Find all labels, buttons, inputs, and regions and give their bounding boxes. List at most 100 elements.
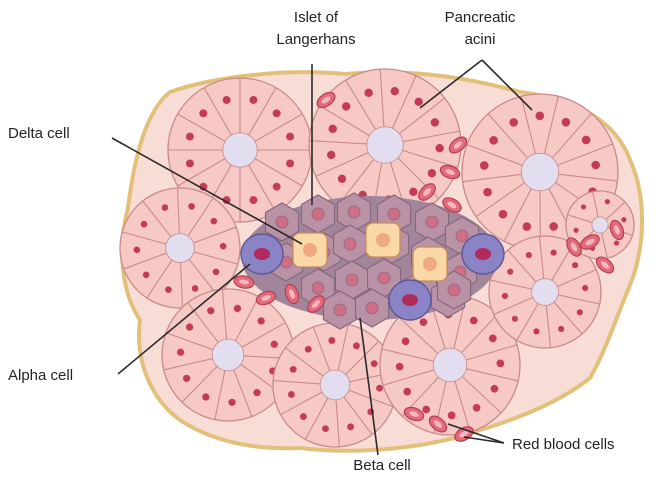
- delta-cell: [413, 247, 447, 281]
- alpha-cell-nucleus: [402, 294, 418, 306]
- acinus-lumen: [592, 217, 608, 233]
- acinar-cell-nucleus: [509, 118, 518, 127]
- acinar-cell-nucleus: [614, 240, 619, 245]
- delta-cell-nucleus: [376, 233, 390, 247]
- pancreatic-tissue: [120, 69, 642, 451]
- acinar-cell-nucleus: [286, 159, 294, 167]
- acinar-cell-nucleus: [435, 144, 443, 152]
- acinar-cell-nucleus: [562, 118, 571, 127]
- acinar-cell-nucleus: [186, 323, 193, 330]
- acinar-cell-nucleus: [273, 109, 281, 117]
- alpha-cell: [389, 280, 431, 320]
- acinar-cell-nucleus: [502, 293, 508, 299]
- acinar-cell-nucleus: [428, 169, 436, 177]
- acinar-cell-nucleus: [186, 133, 194, 141]
- beta-cell-nucleus: [312, 282, 324, 294]
- acinar-cell-nucleus: [165, 286, 172, 293]
- acinar-cell-nucleus: [549, 222, 558, 231]
- acinar-cell-nucleus: [234, 305, 241, 312]
- acinus: [273, 323, 397, 447]
- acinar-cell-nucleus: [448, 412, 456, 420]
- acinar-cell-nucleus: [551, 250, 557, 256]
- beta-cell-nucleus: [344, 238, 356, 250]
- acinus-lumen: [166, 234, 195, 263]
- acinar-cell-nucleus: [329, 125, 337, 133]
- acinar-cell-nucleus: [403, 388, 411, 396]
- acinar-cell-nucleus: [162, 204, 169, 211]
- acinar-cell-nucleus: [273, 183, 281, 191]
- acinar-cell-nucleus: [188, 203, 195, 210]
- beta-cell-nucleus: [426, 216, 438, 228]
- acinar-cell-nucleus: [134, 247, 141, 254]
- acini-label-line2: acini: [465, 31, 496, 48]
- beta-cell-nucleus: [448, 284, 460, 296]
- acinar-cell-nucleus: [258, 317, 265, 324]
- acinar-cell-nucleus: [202, 393, 209, 400]
- beta-cell-nucleus: [346, 274, 358, 286]
- beta-cell-nucleus: [378, 272, 390, 284]
- acinar-cell-nucleus: [286, 133, 294, 141]
- acinar-cell-nucleus: [522, 222, 531, 231]
- acinar-cell-nucleus: [621, 217, 626, 222]
- acinar-cell-nucleus: [300, 413, 307, 420]
- acinar-cell-nucleus: [364, 89, 372, 97]
- acinar-cell-nucleus: [577, 309, 583, 315]
- acinar-cell-nucleus: [558, 326, 564, 332]
- beta-cell-nucleus: [334, 304, 346, 316]
- acinar-cell-nucleus: [526, 252, 532, 258]
- acinar-cell-nucleus: [499, 210, 508, 219]
- acinar-cell-nucleus: [288, 391, 295, 398]
- acinar-cell-nucleus: [422, 406, 430, 414]
- acinar-cell-nucleus: [470, 317, 478, 325]
- acinar-cell-nucleus: [371, 360, 378, 367]
- acinar-cell-nucleus: [305, 346, 312, 353]
- acinar-cell-nucleus: [253, 389, 260, 396]
- delta-cell-label: Delta cell: [8, 125, 70, 142]
- acinar-cell-nucleus: [342, 102, 350, 110]
- acinar-cell-nucleus: [271, 341, 278, 348]
- red-blood-cells-label: Red blood cells: [512, 436, 615, 453]
- beta-cell-nucleus: [276, 216, 288, 228]
- acinar-cell-nucleus: [431, 118, 439, 126]
- acinar-cell-nucleus: [347, 423, 354, 430]
- acinus-lumen: [532, 279, 559, 306]
- acinar-cell-nucleus: [322, 425, 329, 432]
- acinar-cell-nucleus: [186, 159, 194, 167]
- islet-label-line2: Langerhans: [276, 31, 355, 48]
- acinus-lumen: [521, 153, 558, 190]
- beta-cell-nucleus: [366, 302, 378, 314]
- acinar-cell-nucleus: [409, 188, 417, 196]
- delta-cell-nucleus: [303, 243, 317, 257]
- acinar-cell-nucleus: [376, 385, 383, 392]
- alpha-cell-label: Alpha cell: [8, 367, 73, 384]
- acinar-cell-nucleus: [183, 375, 190, 382]
- acinar-cell-nucleus: [290, 366, 297, 373]
- delta-cell: [293, 233, 327, 267]
- acinar-cell-nucleus: [353, 342, 360, 349]
- acinar-cell-nucleus: [327, 151, 335, 159]
- acinar-cell-nucleus: [497, 360, 505, 368]
- acinar-cell-nucleus: [192, 285, 199, 292]
- acinar-cell-nucleus: [391, 87, 399, 95]
- acinar-cell-nucleus: [177, 349, 184, 356]
- acinar-cell-nucleus: [143, 272, 150, 279]
- acinar-cell-nucleus: [573, 228, 578, 233]
- acinus-lumen: [223, 133, 258, 168]
- acinar-cell-nucleus: [211, 218, 218, 225]
- acinus: [162, 289, 294, 421]
- beta-cell-nucleus: [388, 208, 400, 220]
- acinar-cell-nucleus: [473, 404, 481, 412]
- delta-cell-nucleus: [423, 257, 437, 271]
- acinar-cell-nucleus: [402, 337, 410, 345]
- acinar-cell-nucleus: [581, 204, 586, 209]
- acinar-cell-nucleus: [207, 307, 214, 314]
- acinar-cell-nucleus: [213, 269, 220, 276]
- acinar-cell-nucleus: [396, 363, 404, 371]
- acinar-cell-nucleus: [141, 221, 148, 228]
- acinar-cell-nucleus: [249, 196, 257, 204]
- acinar-cell-nucleus: [228, 399, 235, 406]
- alpha-cell-nucleus: [475, 248, 491, 260]
- acinar-cell-nucleus: [572, 262, 578, 268]
- beta-cell-nucleus: [456, 230, 468, 242]
- acinar-cell-nucleus: [483, 188, 492, 197]
